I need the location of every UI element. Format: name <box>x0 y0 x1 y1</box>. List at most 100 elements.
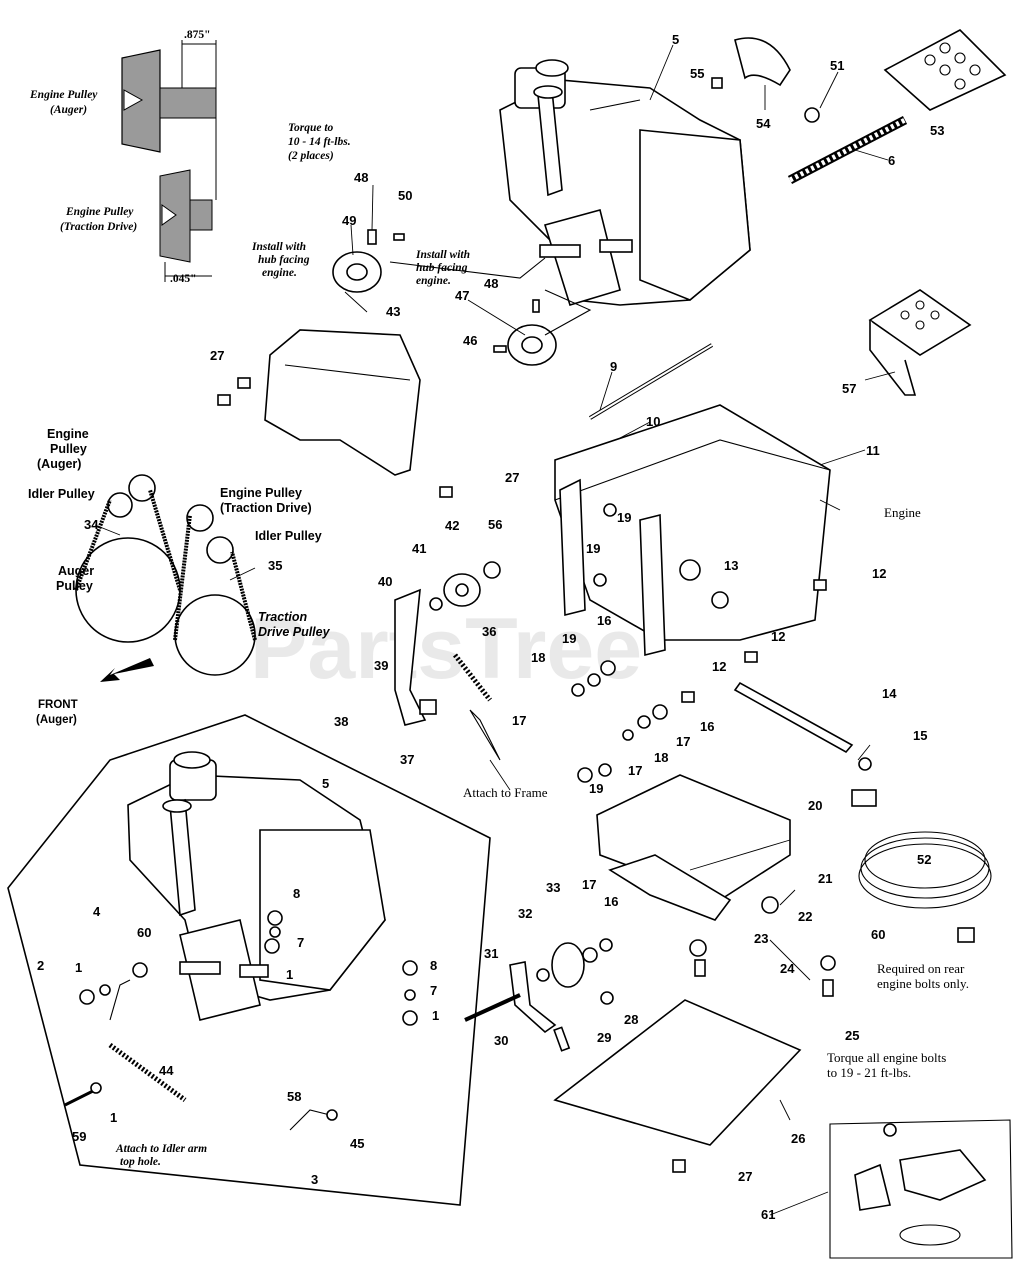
part-number-p17b: 17 <box>676 734 690 749</box>
part-number-p17d: 17 <box>582 877 596 892</box>
screw-27a2 <box>217 394 231 406</box>
hardware-center <box>571 579 872 783</box>
inset-outline <box>7 714 491 1206</box>
part-number-p36: 36 <box>482 624 496 639</box>
part-number-p27c: 27 <box>738 1169 752 1184</box>
pulley-47 <box>493 299 557 366</box>
dim-875-label: .875" <box>184 29 211 41</box>
attach-frame-label: Attach to Frame <box>463 785 548 800</box>
bar-14 <box>733 681 854 754</box>
part-number-p61: 61 <box>761 1207 775 1222</box>
leader-lines <box>94 44 896 1216</box>
part-number-p12b: 12 <box>771 629 785 644</box>
watermark: PartsTree <box>250 601 642 697</box>
washer-60b <box>820 955 836 971</box>
part-number-p32: 32 <box>518 906 532 921</box>
part-number-p6: 6 <box>888 153 895 168</box>
belt-engine-traction-label: Engine Pulley(Traction Drive) <box>220 486 312 515</box>
part-number-p1b: 1 <box>286 967 293 982</box>
bolt-25 <box>822 979 834 997</box>
part-number-p38: 38 <box>334 714 348 729</box>
part-number-p18a: 18 <box>531 650 545 665</box>
part-number-p19d: 19 <box>589 781 603 796</box>
arrow-down-left-icon <box>100 658 154 682</box>
part-number-p16b: 16 <box>700 719 714 734</box>
part-number-p1c: 1 <box>432 1008 439 1023</box>
part-number-p49: 49 <box>342 213 356 228</box>
part-number-p7b: 7 <box>430 983 437 998</box>
part-number-p58: 58 <box>287 1089 301 1104</box>
belt-idler-left-label: Idler Pulley <box>28 487 95 501</box>
part-55-screw <box>711 77 723 89</box>
part-number-p56: 56 <box>488 517 502 532</box>
part-number-p50: 50 <box>398 188 412 203</box>
bracket-30 <box>509 961 557 1034</box>
part-number-p12c: 12 <box>712 659 726 674</box>
part-number-p34: 34 <box>84 517 99 532</box>
part-number-p5a: 5 <box>672 32 679 47</box>
part-number-p21: 21 <box>818 871 832 886</box>
part-number-p48b: 48 <box>484 276 498 291</box>
part-number-p17c: 17 <box>628 763 642 778</box>
part-22 <box>608 854 732 921</box>
part-number-p26: 26 <box>791 1131 805 1146</box>
washer-23 <box>689 939 707 957</box>
hot-warning-plate-icon <box>883 29 1007 111</box>
part-number-p39: 39 <box>374 658 388 673</box>
part-number-p31: 31 <box>484 946 498 961</box>
cord-52 <box>851 789 992 943</box>
belt-cover-43 <box>264 329 421 476</box>
screw-27b <box>439 486 453 498</box>
part-number-p20: 20 <box>808 798 822 813</box>
part-number-p14: 14 <box>882 686 897 701</box>
pulley-33 <box>551 942 585 988</box>
part-number-p5b: 5 <box>322 776 329 791</box>
part-number-labels: 5555451536485049484746432727910115734354… <box>37 32 944 1222</box>
part-number-p8b: 8 <box>430 958 437 973</box>
part-number-p45: 45 <box>350 1136 364 1151</box>
bolt-24 <box>694 959 706 977</box>
part-number-p19c: 19 <box>562 631 576 646</box>
part-number-p37: 37 <box>400 752 414 767</box>
washer-41 <box>429 597 443 611</box>
part-number-p41: 41 <box>412 541 426 556</box>
part-number-p29: 29 <box>597 1030 611 1045</box>
part-number-p43: 43 <box>386 304 400 319</box>
part-number-p10: 10 <box>646 414 660 429</box>
part-number-p27a: 27 <box>210 348 224 363</box>
part-number-p9: 9 <box>610 359 617 374</box>
part-number-p12a: 12 <box>872 566 886 581</box>
part-number-p59: 59 <box>72 1129 86 1144</box>
part-number-p57: 57 <box>842 381 856 396</box>
part-number-p51: 51 <box>830 58 844 73</box>
part-37 <box>419 699 437 715</box>
belt-routing-diagram <box>74 474 257 676</box>
part-61-inset <box>829 1119 1013 1259</box>
engine-pulley-traction-caption: Engine Pulley(Traction Drive) <box>60 206 137 233</box>
engine-pulley-auger-caption: Engine Pulley(Auger) <box>29 89 98 116</box>
part-57-hot-plate <box>868 289 972 396</box>
pulley-49 <box>332 229 405 293</box>
part-number-p4: 4 <box>93 904 101 919</box>
part-number-p23: 23 <box>754 931 768 946</box>
part-number-p42: 42 <box>445 518 459 533</box>
part-number-p13: 13 <box>724 558 738 573</box>
dim-045-label: .045" <box>170 273 197 285</box>
engine-pulley-auger-drawing <box>121 40 217 200</box>
part-number-p60a: 60 <box>137 925 151 940</box>
inset-hardware <box>64 910 418 1131</box>
part-number-p46: 46 <box>463 333 477 348</box>
part-number-p55: 55 <box>690 66 704 81</box>
part-number-p60b: 60 <box>871 927 885 942</box>
part-number-p48a: 48 <box>354 170 368 185</box>
part-number-p24: 24 <box>780 961 795 976</box>
part-51-clamp <box>804 107 820 123</box>
